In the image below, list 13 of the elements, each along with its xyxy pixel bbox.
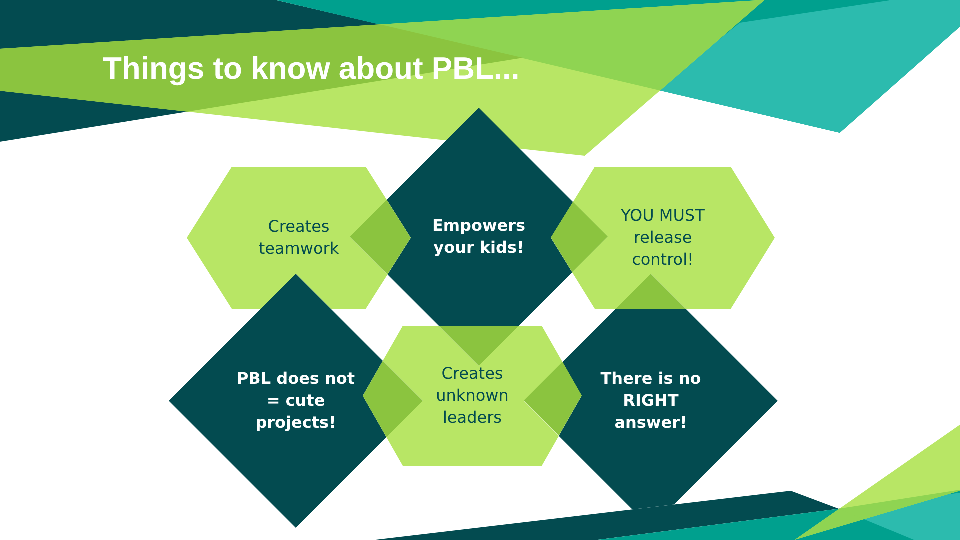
slide-title: Things to know about PBL... [103, 51, 520, 87]
node-text: PBL does not = cute projects! [236, 368, 356, 434]
diamond-shape [559, 309, 778, 510]
diamond-shape [169, 274, 387, 528]
diamond-shape [386, 108, 574, 326]
hexagon-shape [187, 167, 411, 309]
node-text: Creates unknown leaders [435, 363, 510, 429]
node-text: YOU MUST release control! [620, 205, 706, 271]
hexagon-shape [551, 167, 775, 309]
node-text: Empowers your kids! [431, 215, 527, 259]
node-text: Creates teamwork [258, 216, 340, 260]
hexagon-shape [363, 326, 582, 466]
node-text: There is no RIGHT answer! [600, 368, 702, 434]
